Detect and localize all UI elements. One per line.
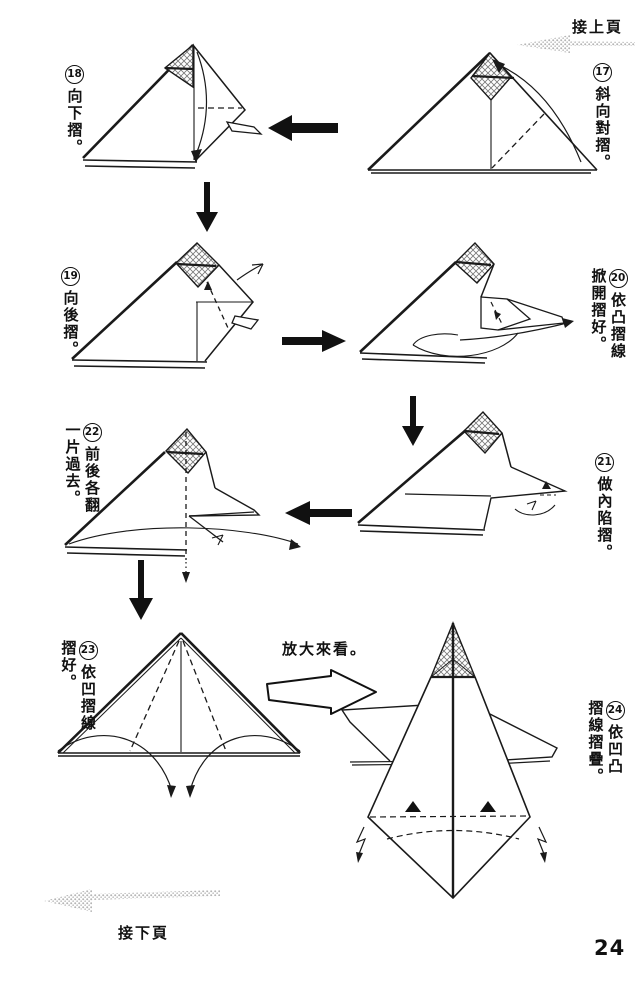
step-24-label: 24依凹凸 摺線摺疊。 [586,700,625,785]
step-18-number: 18 [65,65,84,84]
arrow-step-18-to-19-icon [196,182,218,232]
arrow-step-19-to-20-icon [282,330,346,352]
step-24-number: 24 [605,701,625,720]
arrow-step-21-to-22-icon [285,501,352,525]
nav-prev-label: 接上頁 [572,18,624,36]
arrow-step-20-to-21-icon [402,396,424,446]
step-20-number: 20 [608,269,628,288]
step-23-number: 23 [78,641,98,660]
diagram-step-19 [71,242,264,369]
diagram-step-21 [357,410,568,536]
step-17-number: 17 [593,63,612,82]
nav-next-arrow-icon [44,889,220,912]
step-21-number: 21 [595,453,614,472]
arrow-step-22-to-23-icon [129,560,153,620]
page-number: 24 [594,936,626,960]
enlarge-note: 放大來看。 [282,640,368,658]
diagram-step-22 [64,427,301,583]
step-18-label: 18向下摺。 [64,64,84,156]
enlarge-arrow-icon [266,669,377,715]
step-17-label: 17斜向對摺。 [592,62,612,171]
step-19-number: 19 [61,267,80,286]
diagram-step-17 [367,51,598,174]
diagram-step-20 [359,241,574,364]
nav-next-label: 接下頁 [118,924,170,942]
nav-prev-arrow-icon [517,35,635,53]
step-22-number: 22 [82,423,102,442]
step-22-label: 22前後各翻 一片過去。 [63,422,102,514]
diagram-step-18 [82,43,263,169]
step-21-label: 21做內陷摺。 [594,452,614,561]
step-19-label: 19向後摺。 [60,266,80,358]
step-20-label: 20依凸摺線 掀開摺好。 [589,268,628,360]
diagram-step-23 [57,632,301,798]
step-23-label: 23依凹摺線 摺好。 [59,640,98,732]
diagram-step-24 [340,621,558,900]
arrow-step-17-to-18-icon [268,115,338,141]
